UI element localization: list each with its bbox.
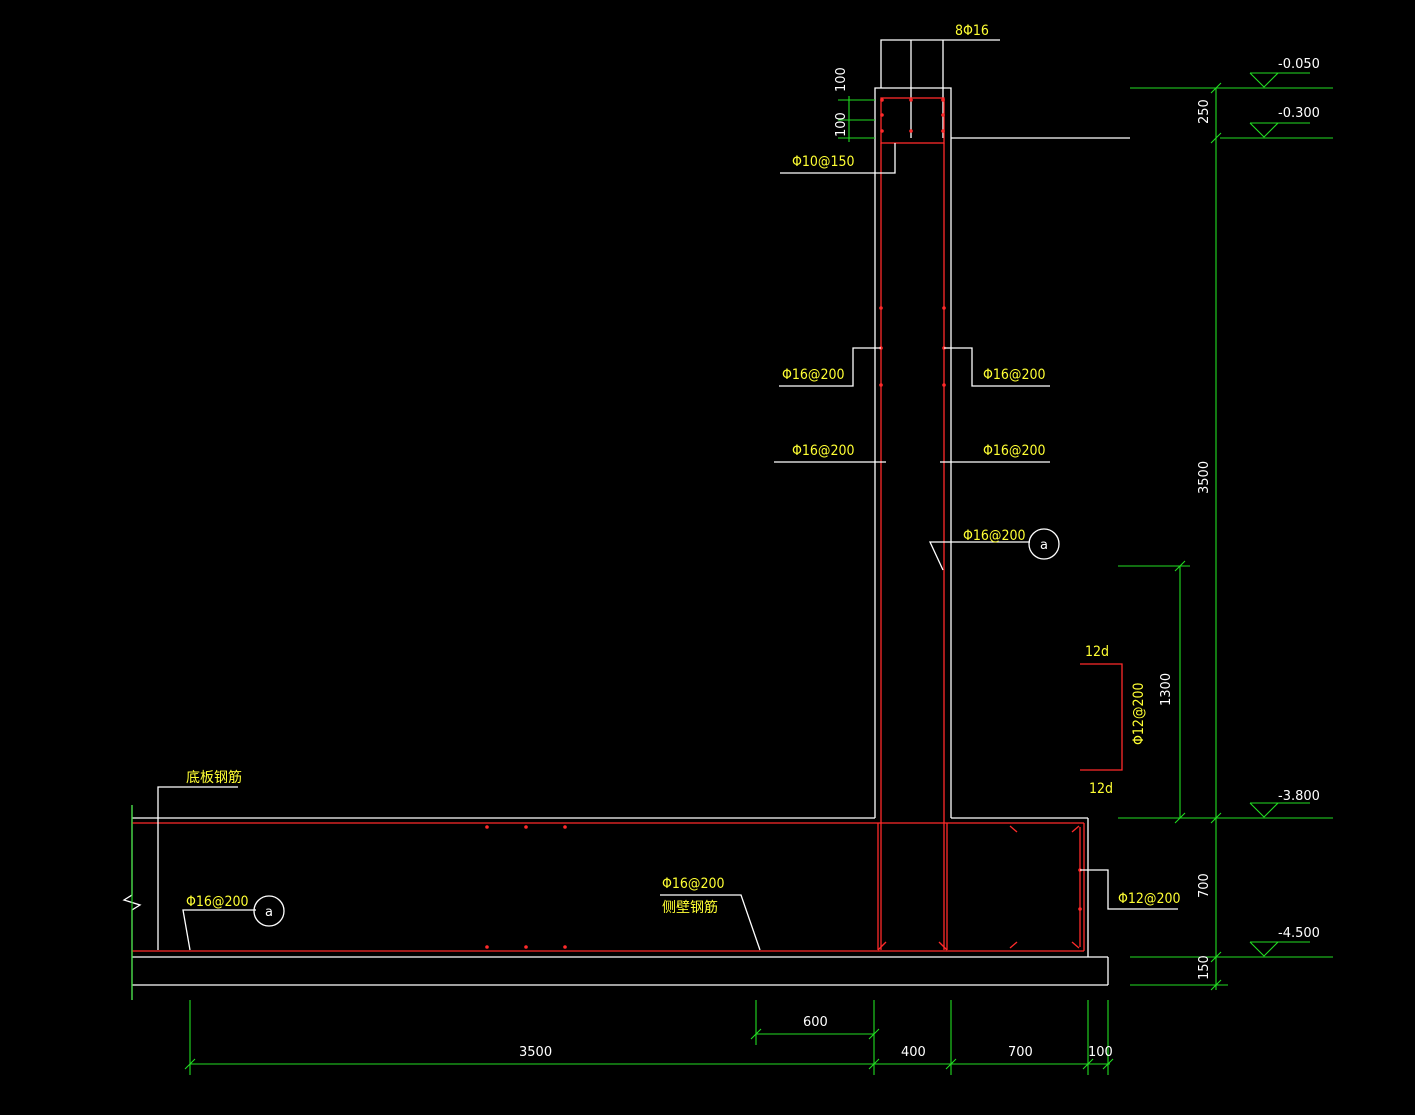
base-section-mark-circle — [253, 895, 285, 927]
dim-bottom-3500: 3500 — [519, 1045, 552, 1060]
label-top-bars: 8Φ16 — [955, 23, 989, 39]
label-wall-right-2: Φ16@200 — [983, 443, 1046, 459]
elevation-4: -4.500 — [1278, 926, 1320, 941]
dimension-lines — [131, 72, 1333, 1075]
label-stirrup: Φ10@150 — [792, 154, 855, 170]
dim-bottom-100: 100 — [1088, 1045, 1113, 1060]
dim-right-250: 250 — [1197, 99, 1212, 124]
elevation-1: -0.050 — [1278, 57, 1320, 72]
dim-right-3500: 3500 — [1197, 461, 1212, 494]
label-side-rebar: 侧壁钢筋 — [662, 899, 718, 916]
label-hook-bottom: 12d — [1089, 781, 1113, 797]
dim-bottom-400: 400 — [901, 1045, 926, 1060]
label-base-left: Φ16@200 — [186, 894, 249, 910]
label-hook-top: 12d — [1085, 644, 1109, 660]
label-base-rebar-title: 底板钢筋 — [186, 769, 242, 786]
wall-section-mark-circle — [1028, 528, 1060, 560]
label-wall-left-2: Φ16@200 — [792, 443, 855, 459]
dim-cap-100-a: 100 — [834, 67, 849, 92]
concrete-outline — [122, 39, 1130, 1000]
dim-right-700: 700 — [1197, 873, 1212, 898]
label-base-end: Φ12@200 — [1118, 891, 1181, 907]
dim-bottom-700: 700 — [1008, 1045, 1033, 1060]
label-wall-left-1: Φ16@200 — [782, 367, 845, 383]
dim-right-150: 150 — [1197, 955, 1212, 980]
dim-right-1300: 1300 — [1159, 673, 1174, 706]
label-hook-bar: Φ12@200 — [1131, 682, 1147, 745]
dim-bottom-600: 600 — [803, 1015, 828, 1030]
wall-section-mark: a — [1040, 538, 1048, 553]
elevation-3: -3.800 — [1278, 789, 1320, 804]
base-section-mark: a — [265, 905, 273, 920]
label-base-mid: Φ16@200 — [662, 876, 725, 892]
dim-cap-100-b: 100 — [834, 112, 849, 137]
leaders — [157, 143, 1178, 951]
label-wall-inner: Φ16@200 — [963, 528, 1026, 544]
elevation-2: -0.300 — [1278, 106, 1320, 121]
label-wall-right-1: Φ16@200 — [983, 367, 1046, 383]
rebar — [132, 97, 1123, 952]
